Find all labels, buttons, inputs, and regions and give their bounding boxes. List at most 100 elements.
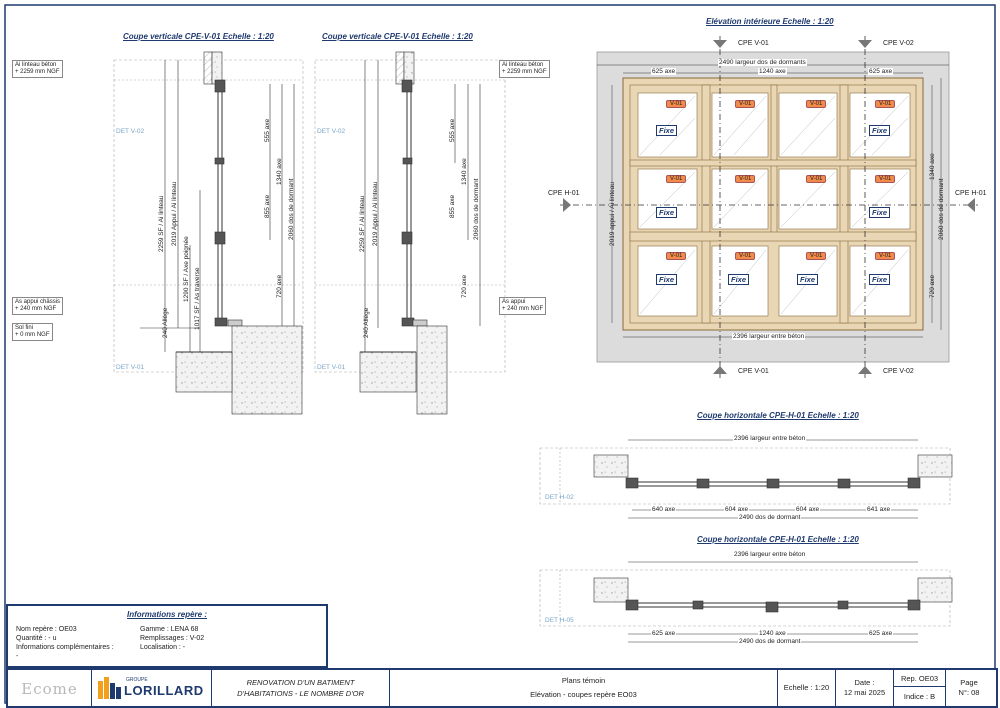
dim-2259-2: 2259 SF / Ai linteau: [359, 195, 366, 252]
h1-dim-641: 641 axe: [866, 506, 892, 513]
dim-1340-2: 1340 axe: [461, 158, 468, 185]
date-label: Date :: [854, 678, 875, 687]
dim-555: 555 axe: [264, 118, 271, 142]
dim-240-2: 240 Allège: [363, 307, 370, 338]
elev-dim-1240: 1240 axe: [758, 68, 787, 75]
panel-tag-r2c3: V-01: [806, 175, 827, 183]
fixe-label-r3c3: Fixe: [797, 274, 819, 285]
fixe-label-r3c2: Fixe: [728, 274, 750, 285]
dim-720-2: 720 axe: [461, 274, 468, 298]
project-line-1: RENOVATION D'UN BATIMENT: [246, 678, 355, 687]
logo-lorillard-cell: GROUPE LORILLARD: [92, 670, 212, 706]
panel-tag-r1c4: V-01: [875, 100, 896, 108]
info-quantite: Quantité : - u: [16, 635, 57, 642]
elev-dim-2060: 2060 dos de dormant: [938, 178, 945, 240]
title-block: Ecome GROUPE LORILLARD RENOVATION D'UN B…: [6, 668, 998, 708]
h2-dim-2490: 2490 dos de dormant: [738, 638, 802, 645]
level-tag-linteau: Ai linteau béton + 2259 mm NGF: [12, 60, 63, 78]
fixe-label-r3c4: Fixe: [869, 274, 891, 285]
panel-tag-r2c1: V-01: [666, 175, 687, 183]
cpe-h01-right: CPE H-01: [955, 190, 987, 197]
h1-dim-2490: 2490 dos de dormant: [738, 514, 802, 521]
fixe-label-r3c1: Fixe: [656, 274, 678, 285]
logo-lorillard: LORILLARD: [124, 683, 204, 698]
horizontal-section-1-title: Coupe horizontale CPE-H-01 Echelle : 1:2…: [697, 411, 859, 420]
h2-dim-2396: 2396 largeur entre béton: [733, 551, 807, 558]
panel-tag-r3c1: V-01: [666, 252, 687, 260]
h1-dim-604a: 604 axe: [724, 506, 750, 513]
panel-tag-r3c2: V-01: [735, 252, 756, 260]
document-subtitle: Elévation - coupes repère EO03: [530, 690, 637, 699]
info-localisation: Localisation : -: [140, 644, 186, 651]
rep-cell: Rep. OE03 Indice : B: [894, 670, 946, 706]
level-tag-appui-elevation: As appui + 240 mm NGF: [499, 297, 547, 315]
elev-dim-2490: 2490 largeur dos de dormants: [718, 59, 807, 66]
panel-tag-r1c1: V-01: [666, 100, 687, 108]
page-value: N°: 08: [958, 688, 980, 697]
logo-group: GROUPE: [126, 677, 148, 683]
elevation-linework: [560, 36, 978, 378]
h2-dim-625a: 625 axe: [651, 630, 677, 637]
detail-ref-v02: DET V-02: [116, 128, 145, 135]
info-nom-repere: Nom repère : OE03: [16, 626, 77, 633]
dim-855-2: 855 axe: [449, 194, 456, 218]
panel-tag-r2c2: V-01: [735, 175, 756, 183]
horizontal-section-2-title: Coupe horizontale CPE-H-01 Echelle : 1:2…: [697, 535, 859, 544]
dim-1340: 1340 axe: [276, 158, 283, 185]
dim-2060: 2060 dos de dormant: [288, 178, 295, 240]
detail-ref-v01: DET V-01: [116, 364, 145, 371]
panel-tag-r1c2: V-01: [735, 100, 756, 108]
dim-1290: 1290 SF / Axe poignée: [183, 236, 190, 302]
h2-dim-625b: 625 axe: [868, 630, 894, 637]
elevation-title: Elévation intérieure Echelle : 1:20: [706, 17, 834, 26]
dim-1017: 1017 SF / As traverse: [194, 267, 201, 330]
page-cell: Page N°: 08: [946, 670, 992, 706]
elev-dim-2019: 2019 appui / Ai linteau: [609, 182, 616, 246]
info-panel: Informations repère : Nom repère : OE03 …: [6, 604, 328, 668]
info-gamme: Gamme : LENA 68: [140, 626, 199, 633]
logo-ecome: Ecome: [21, 680, 78, 698]
dim-2259: 2259 SF / Ai linteau: [158, 195, 165, 252]
cpe-v02-top: CPE V-02: [883, 40, 914, 47]
level-tag-appui-chassis: As appui châssis + 240 mm NGF: [12, 297, 64, 315]
h2-dim-1240: 1240 axe: [758, 630, 787, 637]
dim-2060-2: 2060 dos de dormant: [473, 178, 480, 240]
detail-ref-h05: DET H-05: [545, 617, 574, 624]
cpe-v02-bottom: CPE V-02: [883, 368, 914, 375]
info-complementaires-value: -: [16, 653, 19, 660]
fixe-label-r1c4: Fixe: [869, 125, 891, 136]
dim-2019-2: 2019 Appui / Ai linteau: [372, 181, 379, 246]
vertical-section-2-title: Coupe verticale CPE-V-01 Echelle : 1:20: [322, 32, 473, 41]
project-cell: RENOVATION D'UN BATIMENT D'HABITATIONS -…: [212, 670, 390, 706]
panel-tag-r1c3: V-01: [806, 100, 827, 108]
vertical-section-1: [113, 51, 304, 415]
elev-dim-1340: 1340 axe: [929, 153, 936, 180]
document-title: Plans témoin: [561, 676, 606, 685]
dim-855: 855 axe: [264, 194, 271, 218]
fixe-label-r2c1: Fixe: [656, 207, 678, 218]
dim-720: 720 axe: [276, 274, 283, 298]
panel-tag-r3c4: V-01: [875, 252, 896, 260]
h1-dim-640: 640 axe: [651, 506, 677, 513]
info-remplissages: Remplissages : V-02: [140, 635, 205, 642]
fixe-label-r1c1: Fixe: [656, 125, 678, 136]
level-tag-linteau-elevation: Ai linteau béton + 2259 mm NGF: [499, 60, 550, 78]
vertical-section-2: [314, 51, 506, 415]
echelle: Echelle : 1:20: [783, 683, 830, 692]
detail-ref-h02: DET H-02: [545, 494, 574, 501]
dim-240: 240 Allège: [162, 307, 169, 338]
dim-2019: 2019 Appui / Ai linteau: [171, 181, 178, 246]
date-cell: Date : 12 mai 2025: [836, 670, 894, 706]
echelle-cell: Echelle : 1:20: [778, 670, 836, 706]
h1-dim-2396: 2396 largeur entre béton: [733, 435, 807, 442]
detail-ref-v01-2: DET V-01: [317, 364, 346, 371]
vertical-section-1-title: Coupe verticale CPE-V-01 Echelle : 1:20: [123, 32, 274, 41]
indice: Indice : B: [903, 692, 936, 701]
info-complementaires: Informations complémentaires :: [16, 644, 114, 651]
lorillard-logo-icon: [98, 677, 121, 699]
cpe-v01-bottom: CPE V-01: [738, 368, 769, 375]
logo-ecome-cell: Ecome: [8, 670, 92, 706]
elev-dim-625-left: 625 axe: [651, 68, 677, 75]
level-tag-sol-fini: Sol fini + 0 mm NGF: [12, 323, 53, 341]
